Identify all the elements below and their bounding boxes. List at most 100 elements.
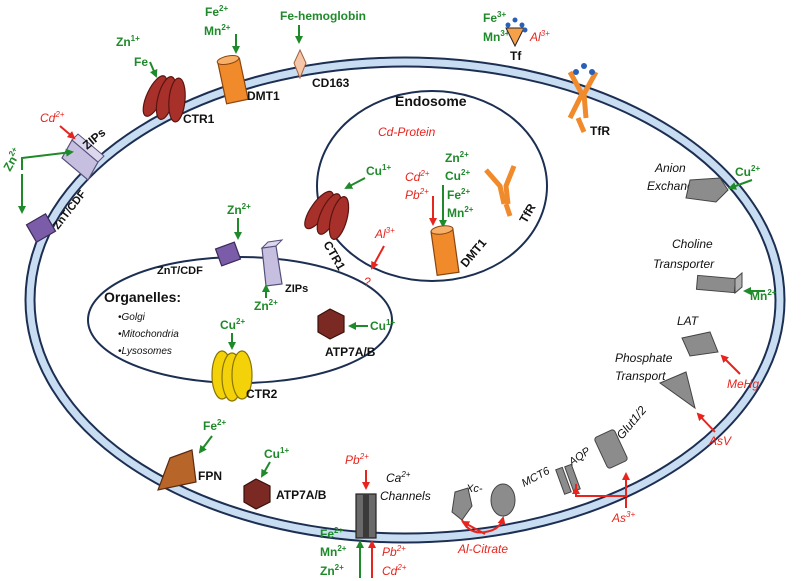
ion-as3: As3+ xyxy=(611,510,635,525)
znt-cdf-organelle xyxy=(214,241,242,267)
ctr1-label: CTR1 xyxy=(183,112,215,126)
ion-cd2-ca: Cd2+ xyxy=(382,563,407,578)
ion-cd2-zips: Cd2+ xyxy=(40,110,65,125)
tfr-endosome-label: TfR xyxy=(516,201,538,226)
ion-cu1-endosome: Cu1+ xyxy=(366,163,391,178)
ion-zn2-ca: Zn2+ xyxy=(320,563,344,578)
cd163-label: CD163 xyxy=(312,76,350,90)
znt-cdf-transporter xyxy=(25,213,57,243)
fpn-transporter xyxy=(157,449,197,491)
arrow-fe-ctr1 xyxy=(149,61,158,78)
choline-line2: Transporter xyxy=(653,257,715,271)
ion-zn2-organelle-bottom: Zn2+ xyxy=(254,298,278,313)
al-citrate-label: Al-Citrate xyxy=(457,542,508,556)
ctr1-transporter xyxy=(142,75,186,123)
org-item-lysosomes: •Lysosomes xyxy=(118,346,172,357)
ion-pb2-endosome: Pb2+ xyxy=(405,187,429,202)
anion-exchanger xyxy=(685,177,729,203)
ion-cu1-organelle: Cu1+ xyxy=(370,318,395,333)
znt-cdf-organelle-label: ZnT/CDF xyxy=(157,265,203,277)
ion-pb2-ca-bottom: Pb2+ xyxy=(382,544,406,559)
ion-fe2-fpn: Fe2+ xyxy=(203,418,226,433)
tf-label: Tf xyxy=(510,49,522,63)
dmt1-transporter xyxy=(216,54,249,105)
al-citrate-bracket-right xyxy=(484,516,506,533)
fpn-label: FPN xyxy=(198,469,222,483)
ion-mn2-ca: Mn2+ xyxy=(320,544,347,559)
arrow-cd-zips xyxy=(59,125,76,140)
cd163-receptor xyxy=(293,48,307,80)
ion-mn2-choline: Mn2+ xyxy=(750,288,777,303)
ctr2-transporter xyxy=(211,350,253,402)
atp7ab-organelle xyxy=(317,308,345,340)
endosome-label: Endosome xyxy=(395,93,467,109)
ion-mn2-endosome: Mn2+ xyxy=(447,205,474,220)
tfr-label: TfR xyxy=(590,124,610,138)
arrow-asv xyxy=(696,412,716,433)
ion-cd2-endosome: Cd2+ xyxy=(405,169,430,184)
zips-organelle-label: ZIPs xyxy=(285,283,308,295)
ion-zn2-organelle-top: Zn2+ xyxy=(227,202,251,217)
lat-label: LAT xyxy=(677,314,700,328)
mehg-label: MeHg xyxy=(727,377,759,391)
ca-channels-line2: Channels xyxy=(380,489,431,503)
xc-transporter xyxy=(451,487,473,521)
ion-zn2-endosome: Zn2+ xyxy=(445,150,469,165)
ion-cu2-anion: Cu2+ xyxy=(735,164,760,179)
ion-zn2-left: Zn2+ xyxy=(0,145,25,173)
choline-line1: Choline xyxy=(672,237,713,251)
mct6-transporter xyxy=(490,483,516,517)
arrow-cu-endosome xyxy=(344,177,366,189)
ion-zn1: Zn1+ xyxy=(116,34,140,49)
organelles-label: Organelles: xyxy=(104,289,181,305)
ion-cu2-ctr2: Cu2+ xyxy=(220,317,245,332)
cd-protein-label: Cd-Protein xyxy=(378,125,436,139)
endosome-membrane xyxy=(316,90,548,282)
asv-label: AsV xyxy=(708,434,732,448)
ion-cu1-membrane: Cu1+ xyxy=(264,446,289,461)
ca-channel xyxy=(355,493,377,539)
ctr2-label: CTR2 xyxy=(246,387,278,401)
arrow-zn-zips xyxy=(21,148,74,170)
ca-channels-line1: Ca2+ xyxy=(386,470,411,485)
ion-pb2-ca-top: Pb2+ xyxy=(345,452,369,467)
org-item-golgi: •Golgi xyxy=(118,312,146,323)
org-item-mitochondria: •Mitochondria xyxy=(118,329,179,340)
arrow-fe-fpn xyxy=(198,435,213,454)
ion-al3-tf: Al3+ xyxy=(529,29,550,44)
anion-exchange-line2: Exchange xyxy=(647,179,701,193)
dmt1-label: DMT1 xyxy=(247,89,280,103)
glut-label: Glut1/2 xyxy=(614,403,650,442)
arrow-al-endosome xyxy=(371,245,385,270)
xc-label: Xc- xyxy=(465,483,483,495)
ion-mn2-top: Mn2+ xyxy=(204,23,231,38)
phosphate-line1: Phosphate xyxy=(615,351,673,365)
ion-fe2-ca: Fe2+ xyxy=(320,526,343,541)
tfr-receptor xyxy=(567,63,599,133)
choline-transporter xyxy=(695,271,743,295)
ion-fe: Fe xyxy=(134,55,148,69)
arrow-mehg xyxy=(720,354,741,375)
dmt1-endosome xyxy=(430,225,460,276)
atp7ab-membrane xyxy=(243,478,271,510)
tfr-endosome xyxy=(484,165,517,217)
lat-transporter xyxy=(681,331,719,357)
fe-hemoglobin-label: Fe-hemoglobin xyxy=(280,9,366,23)
ion-mn3: Mn3+ xyxy=(483,29,510,44)
transferrin xyxy=(505,17,528,48)
mct6-label: MCT6 xyxy=(520,465,553,490)
dmt1-endosome-label: DMT1 xyxy=(458,236,490,270)
ion-fe2-endosome: Fe2+ xyxy=(447,187,470,202)
ion-fe2-top: Fe2+ xyxy=(205,4,228,19)
ion-al3-endosome: Al3+ xyxy=(374,226,395,241)
ion-cu2-endosome: Cu2+ xyxy=(445,168,470,183)
atp7ab-organelle-label: ATP7A/B xyxy=(325,345,376,359)
phosphate-transporter xyxy=(658,371,696,410)
glut-transporter xyxy=(594,429,628,469)
ctr1-endosome xyxy=(304,190,350,240)
zips-organelle xyxy=(260,239,284,287)
question-mark: ? xyxy=(364,275,371,289)
cell-membrane xyxy=(24,56,786,544)
atp7ab-membrane-label: ATP7A/B xyxy=(276,488,327,502)
